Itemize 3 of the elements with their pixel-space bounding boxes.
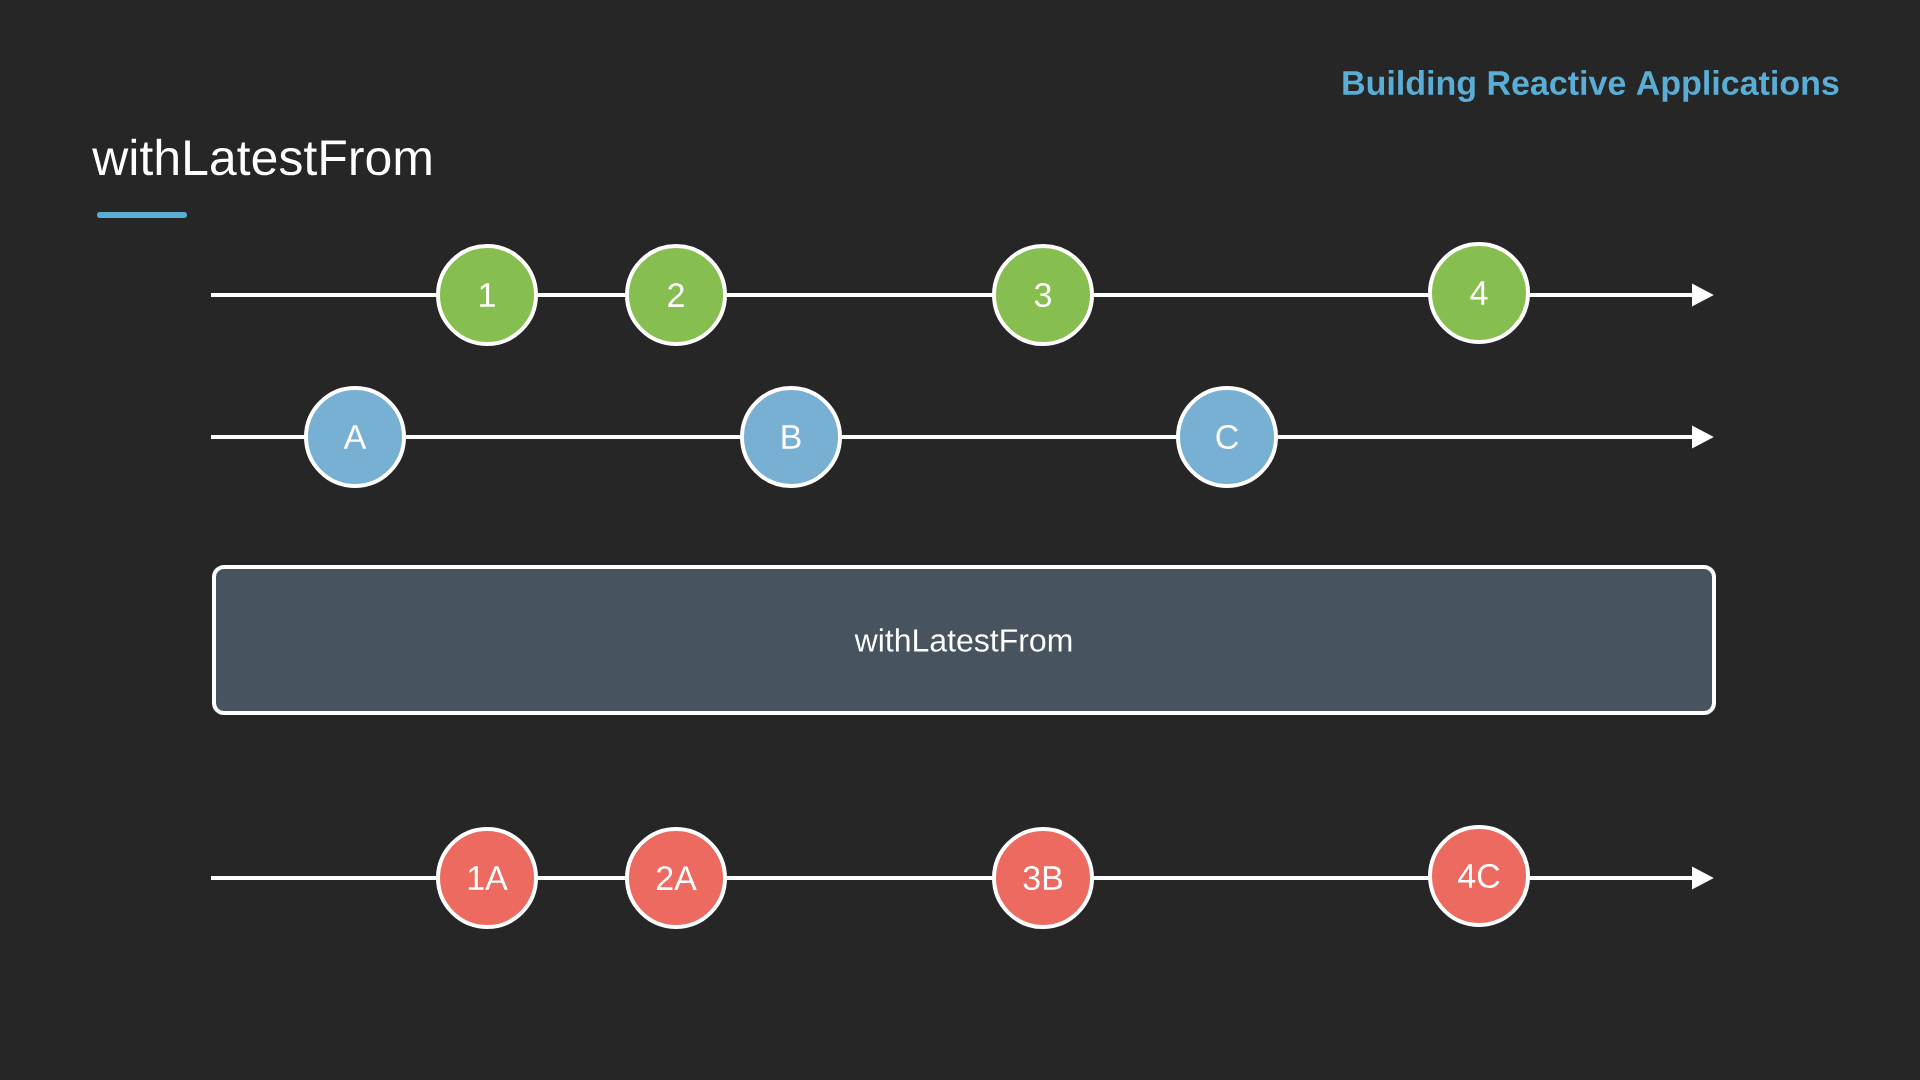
slide-title: withLatestFrom <box>92 138 431 176</box>
operator-box: withLatestFrom <box>212 565 1716 715</box>
header-text: Building Reactive Applications <box>1343 70 1839 102</box>
